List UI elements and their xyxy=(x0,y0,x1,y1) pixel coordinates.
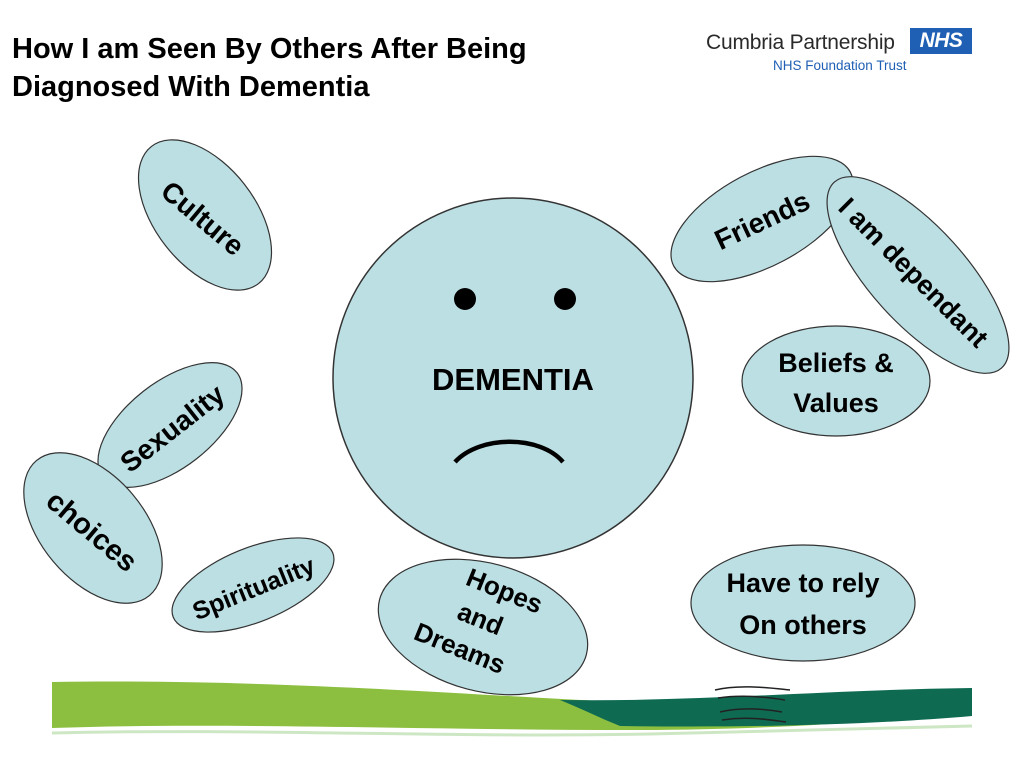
bubble-hopes: Hopes and Dreams xyxy=(377,558,589,696)
page-title: How I am Seen By Others After Being Diag… xyxy=(12,30,652,106)
bubble-rely-line-1: Have to rely xyxy=(726,568,879,598)
bubble-beliefs: Beliefs & Values xyxy=(741,325,931,437)
bubble-rely-line-2: On others xyxy=(739,610,867,640)
bubble-rely-shape xyxy=(690,544,916,662)
bubble-beliefs-shape xyxy=(741,325,931,437)
center-label: DEMENTIA xyxy=(432,362,594,397)
bubble-culture-shape xyxy=(137,139,273,291)
bubble-hopes-shape xyxy=(377,558,589,696)
left-eye xyxy=(454,288,476,310)
bubble-culture: Culture xyxy=(137,139,273,291)
bubble-choices-shape xyxy=(23,452,163,604)
wave-white-line xyxy=(51,724,973,737)
dementia-face: DEMENTIA xyxy=(332,197,694,559)
nhs-logo: Cumbria Partnership NHS NHS Foundation T… xyxy=(700,26,980,76)
bubble-choices: choices xyxy=(23,452,163,604)
bubble-dependant-shape xyxy=(826,176,1010,374)
right-eye xyxy=(554,288,576,310)
bubble-beliefs-line-2: Values xyxy=(793,388,879,418)
wave-dark-green xyxy=(560,688,972,727)
face-circle xyxy=(332,197,694,559)
bubble-spirituality: Spirituality xyxy=(171,537,335,633)
logo-organisation-name: Cumbria Partnership xyxy=(706,31,895,54)
bubble-beliefs-line-1: Beliefs & xyxy=(778,348,894,378)
frown-mouth xyxy=(453,439,565,464)
nhs-badge: NHS xyxy=(910,28,972,54)
wave-scribble xyxy=(714,686,791,723)
green-wave-banner xyxy=(51,681,973,737)
bubble-rely: Have to rely On others xyxy=(690,544,916,662)
title-line-1: How I am Seen By Others After Being xyxy=(12,33,527,65)
logo-subtitle: NHS Foundation Trust xyxy=(773,58,907,73)
bubble-friends: Friends xyxy=(670,155,854,283)
bubble-spirituality-shape xyxy=(171,537,335,633)
title-line-2: Diagnosed With Dementia xyxy=(12,71,370,103)
bubble-friends-shape xyxy=(670,155,854,283)
